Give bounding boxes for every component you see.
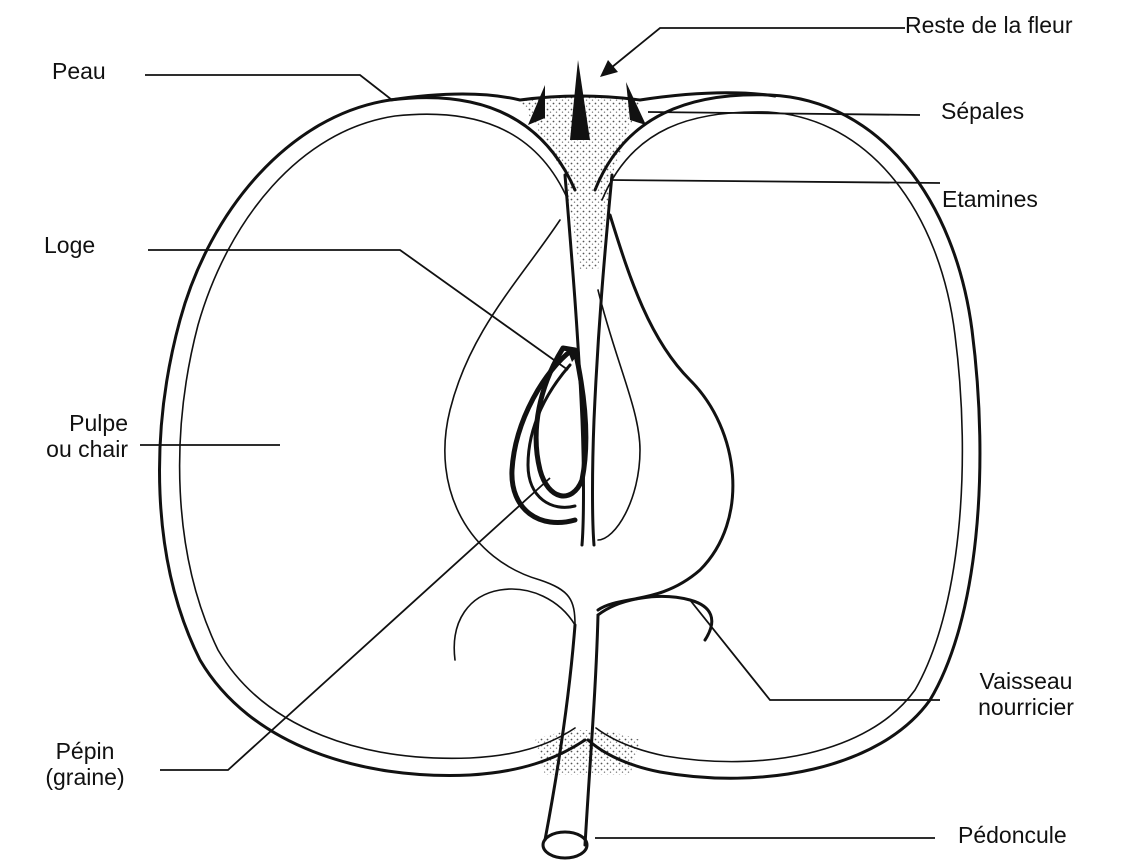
label-pepin-line2: (graine): [20, 764, 150, 790]
label-pulpe-line1: Pulpe: [0, 410, 128, 436]
leader-loge: [148, 250, 568, 370]
label-pulpe: Pulpe ou chair: [0, 410, 128, 462]
base-stipple-area: [535, 730, 640, 775]
seed-shape: [536, 348, 586, 496]
carpel-right: [598, 290, 640, 540]
leader-etamines: [610, 180, 940, 183]
label-vaisseau: Vaisseau nourricier: [946, 668, 1106, 720]
leader-sepales: [648, 112, 920, 115]
leader-vaisseau: [690, 600, 940, 700]
leader-reste-fleur: [606, 28, 905, 72]
label-pedoncule: Pédoncule: [958, 822, 1067, 848]
core-outline-right: [598, 215, 733, 610]
label-pulpe-line2: ou chair: [0, 436, 128, 462]
apple-skin-right-outer: [588, 95, 980, 778]
apple-skin-left-outer: [160, 98, 585, 776]
label-reste-fleur: Reste de la fleur: [905, 12, 1072, 38]
apple-skin-right-inner: [596, 112, 962, 762]
label-loge: Loge: [44, 232, 95, 258]
label-sepales: Sépales: [941, 98, 1024, 124]
label-vaisseau-line1: Vaisseau: [946, 668, 1106, 694]
label-peau: Peau: [52, 58, 106, 84]
stalk-end: [543, 832, 587, 858]
stalk-right: [585, 615, 598, 845]
label-etamines: Etamines: [942, 186, 1038, 212]
leader-peau: [145, 75, 392, 100]
core-lower-left: [454, 589, 575, 660]
label-pepin: Pépin (graine): [20, 738, 150, 790]
leader-pepin: [160, 478, 550, 770]
core-outline-left: [445, 220, 575, 625]
label-vaisseau-line2: nourricier: [946, 694, 1106, 720]
label-pepin-line1: Pépin: [20, 738, 150, 764]
leader-reste-fleur-arrow: [600, 60, 618, 77]
